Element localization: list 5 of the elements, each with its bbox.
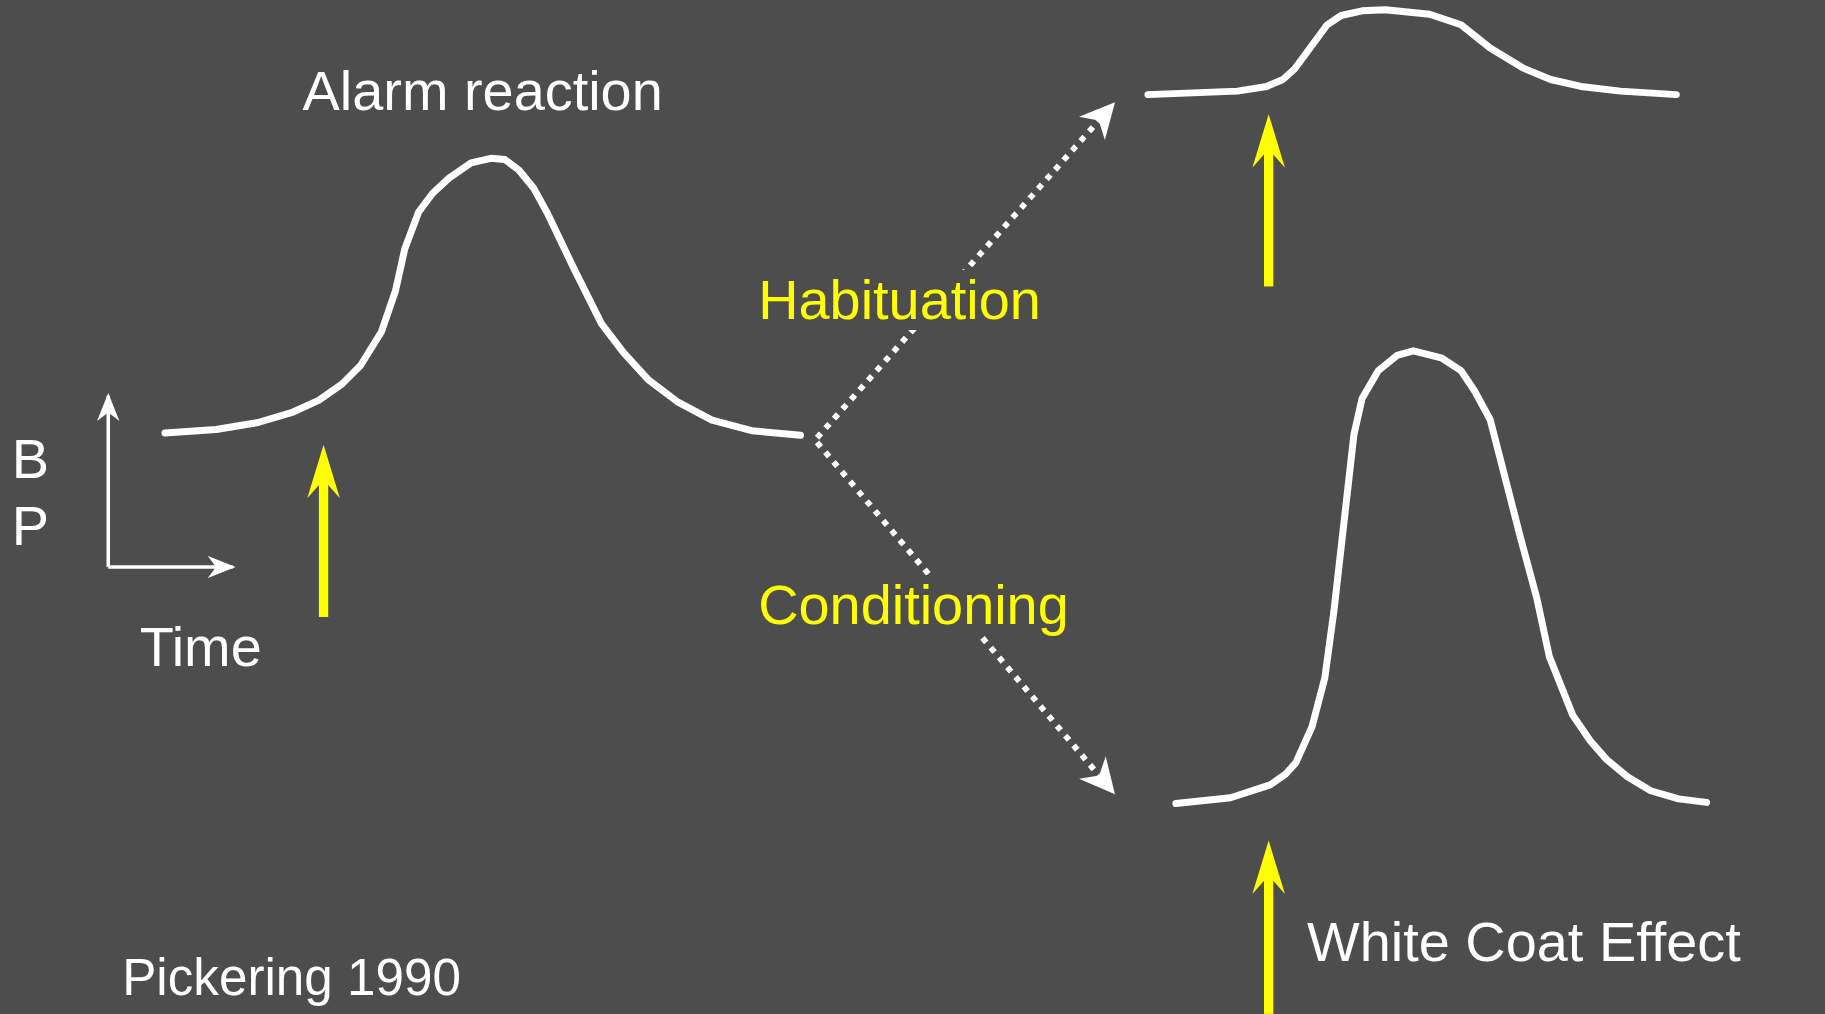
node-label: Alarm reaction xyxy=(302,62,663,119)
node-label: White Coat Effect xyxy=(1307,913,1741,970)
axis-label: B P xyxy=(11,425,50,560)
axis-label: Time xyxy=(139,619,262,676)
citation: Pickering 1990 xyxy=(122,952,461,1004)
